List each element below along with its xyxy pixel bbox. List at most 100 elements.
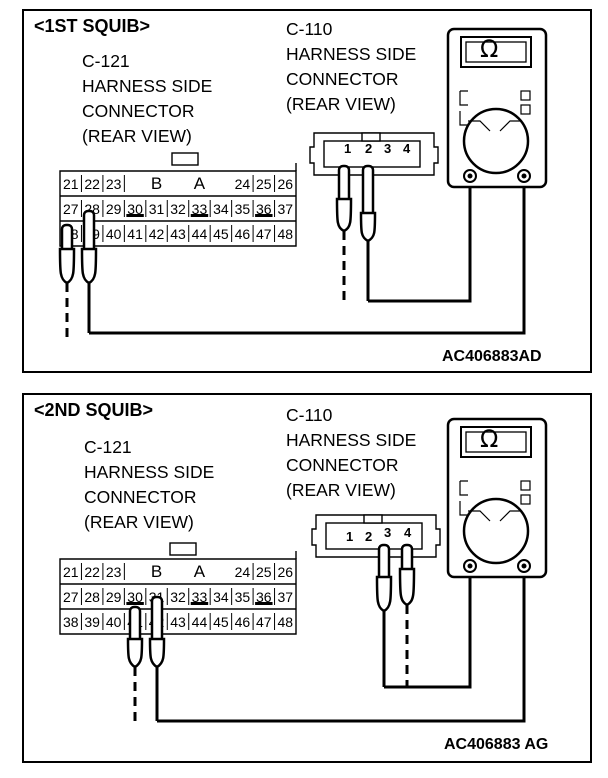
diagram-drawing: 212223BA24252627282930313233343536373839… — [59, 417, 548, 723]
cavity-label: 23 — [106, 564, 122, 580]
cavity-label: 24 — [235, 176, 251, 192]
diagram-drawing: 212223BA24252627282930313233343536373839… — [58, 27, 548, 341]
cavity-label: 46 — [235, 614, 251, 630]
c110-pin-3: 3 — [384, 525, 392, 540]
c110-pin-4: 4 — [403, 141, 411, 156]
c110-probes — [375, 543, 416, 613]
cavity-label: 35 — [235, 589, 251, 605]
c110-line3: (REAR VIEW) — [286, 94, 396, 114]
panel-title: <1ST SQUIB> — [34, 16, 151, 36]
cavity-label: 36 — [256, 589, 272, 605]
cavity-label: 33 — [192, 201, 208, 217]
c110-line2: CONNECTOR — [286, 69, 399, 89]
ohm-symbol: Ω — [480, 425, 499, 453]
c121-line2: CONNECTOR — [82, 101, 195, 121]
c110-pin-1: 1 — [346, 529, 354, 544]
c110-pin-2: 2 — [365, 529, 373, 544]
cavity-label: A — [194, 562, 206, 581]
cavity-label: A — [194, 174, 206, 193]
panel-2nd-squib: <2ND SQUIB> C-121 HARNESS SIDE CONNECTOR… — [22, 393, 592, 763]
c110-pin-2: 2 — [365, 141, 373, 156]
cavity-label: 37 — [277, 201, 293, 217]
c121-line1: HARNESS SIDE — [82, 76, 213, 96]
figure-code: AC406883AD — [442, 348, 542, 365]
cavity-label: 32 — [170, 201, 186, 217]
cavity-label: 44 — [192, 226, 208, 242]
c110-id: C-110 — [286, 405, 333, 425]
cavity-label: 34 — [213, 589, 229, 605]
figure-code: AC406883 AG — [444, 736, 549, 753]
c110-line1: HARNESS SIDE — [286, 430, 417, 450]
c110-pin-3: 3 — [384, 141, 392, 156]
cavity-label: 30 — [127, 589, 143, 605]
c121-id: C-121 — [82, 51, 130, 71]
panel-title: <2ND SQUIB> — [34, 400, 154, 420]
cavity-label: 25 — [256, 176, 272, 192]
cavity-label: 47 — [256, 614, 272, 630]
cavity-label: 21 — [63, 564, 79, 580]
cavity-label: 22 — [84, 564, 100, 580]
c121-grid: 212223BA24252627282930313233343536373839… — [63, 174, 293, 242]
cavity-label: 27 — [63, 201, 79, 217]
c121-line2: CONNECTOR — [84, 487, 197, 507]
cavity-label: 26 — [277, 176, 293, 192]
ohmmeter — [446, 27, 548, 189]
cavity-label: 46 — [235, 226, 251, 242]
c110-pin-4: 4 — [404, 525, 412, 540]
c110-line1: HARNESS SIDE — [286, 44, 417, 64]
c121-grid: 212223BA24252627282930313233343536373839… — [63, 562, 293, 630]
cavity-label: 29 — [106, 589, 122, 605]
cavity-label: 37 — [277, 589, 293, 605]
cavity-label: 40 — [106, 614, 122, 630]
ohm-symbol: Ω — [480, 35, 499, 63]
cavity-label: 31 — [149, 201, 165, 217]
c110-id: C-110 — [286, 19, 333, 39]
c110-line3: (REAR VIEW) — [286, 480, 396, 500]
panel-1st-squib: <1ST SQUIB> C-121 HARNESS SIDE CONNECTOR… — [22, 9, 592, 373]
c121-id: C-121 — [84, 437, 132, 457]
cavity-label: 30 — [127, 201, 143, 217]
cavity-label: 33 — [192, 589, 208, 605]
cavity-label: 48 — [277, 614, 293, 630]
cavity-label: 35 — [235, 201, 251, 217]
cavity-label: 22 — [84, 176, 100, 192]
c121-line3: (REAR VIEW) — [82, 126, 192, 146]
cavity-label: 27 — [63, 589, 79, 605]
cavity-label: 25 — [256, 564, 272, 580]
cavity-label: 23 — [106, 176, 122, 192]
cavity-label: 32 — [170, 589, 186, 605]
cavity-label: 44 — [192, 614, 208, 630]
cavity-label: B — [151, 562, 162, 581]
cavity-label: 28 — [84, 589, 100, 605]
cavity-label: 48 — [277, 226, 293, 242]
c110-pin-1: 1 — [344, 141, 352, 156]
cavity-label: 26 — [277, 564, 293, 580]
cavity-label: 38 — [63, 614, 79, 630]
c121-connector — [59, 542, 297, 635]
c110-connector — [311, 514, 441, 558]
cavity-label: 39 — [84, 614, 100, 630]
cavity-label: 41 — [127, 226, 143, 242]
cavity-label: 21 — [63, 176, 79, 192]
cavity-label: B — [151, 174, 162, 193]
c121-probes — [126, 595, 166, 669]
cavity-label: 36 — [256, 201, 272, 217]
c121-connector — [59, 152, 297, 247]
cavity-label: 29 — [106, 201, 122, 217]
ohmmeter — [446, 417, 548, 579]
cavity-label: 24 — [235, 564, 251, 580]
cavity-label: 40 — [106, 226, 122, 242]
cavity-label: 47 — [256, 226, 272, 242]
c110-probes — [335, 164, 377, 243]
cavity-label: 43 — [170, 226, 186, 242]
c110-line2: CONNECTOR — [286, 455, 399, 475]
c121-probes — [58, 209, 98, 285]
cavity-label: 43 — [170, 614, 186, 630]
c110-connector — [309, 132, 439, 176]
cavity-label: 34 — [213, 201, 229, 217]
cavity-label: 45 — [213, 614, 229, 630]
c121-line1: HARNESS SIDE — [84, 462, 215, 482]
cavity-label: 45 — [213, 226, 229, 242]
c121-line3: (REAR VIEW) — [84, 512, 194, 532]
cavity-label: 42 — [149, 226, 165, 242]
